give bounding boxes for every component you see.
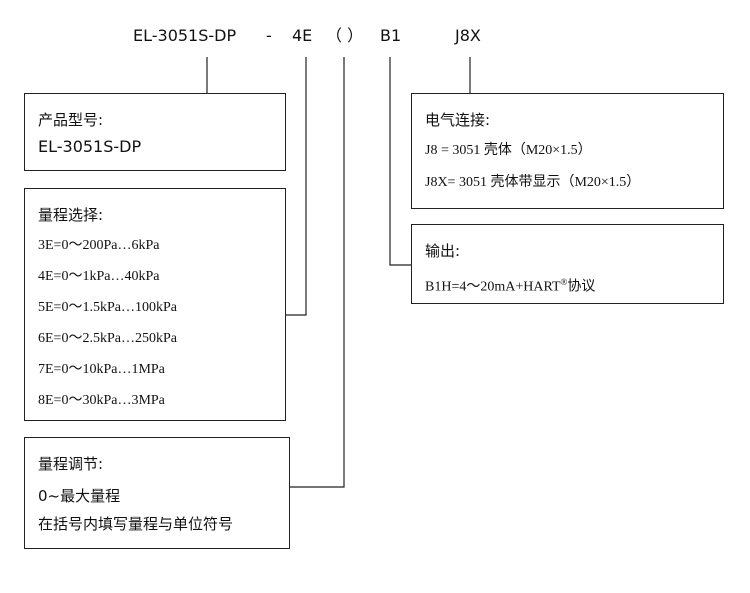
connector-range [284,57,307,316]
range-selection-title: 量程选择: [38,206,104,224]
product-model-box: 产品型号: EL-3051S-DP [24,93,286,171]
model-code-adjust: （ ） [326,26,364,45]
range-option-3e: 3E=0～200Pa…6kPa [38,238,160,253]
electrical-connection-box: 电气连接: J8 = 3051 壳体（M20×1.5） J8X= 3051 壳体… [411,93,724,209]
model-code-dash: - [266,26,272,45]
range-option-7e: 7E=0～10kPa…1MPa [38,362,165,377]
model-code-range: 4E [292,26,313,45]
product-model-value: EL-3051S-DP [38,137,142,156]
registered-mark: ® [560,277,568,287]
range-adjust-instruction: 在括号内填写量程与单位符号 [38,515,234,533]
connection-option-j8x: J8X= 3051 壳体带显示（M20×1.5） [425,175,641,190]
output-title: 输出: [425,242,461,260]
range-adjust-limit: 0~最大量程 [38,487,121,505]
connector-adjust [290,57,345,488]
connector-output [389,57,411,266]
range-selection-box: 量程选择: 3E=0～200Pa…6kPa 4E=0～1kPa…40kPa 5E… [24,188,286,421]
range-adjust-box: 量程调节: 0~最大量程 在括号内填写量程与单位符号 [24,437,290,549]
range-option-6e: 6E=0～2.5kPa…250kPa [38,331,177,346]
electrical-connection-title: 电气连接: [425,111,491,129]
product-model-title: 产品型号: [38,111,104,129]
range-option-8e: 8E=0～30kPa…3MPa [38,393,165,408]
output-box: 输出: B1H=4～20mA+HART®协议 [411,224,724,304]
range-adjust-title: 量程调节: [38,455,104,473]
range-option-5e: 5E=0～1.5kPa…100kPa [38,300,177,315]
model-code-connection: J8X [455,26,481,45]
output-option-main: B1H=4～20mA+HART [425,279,561,295]
connection-option-j8: J8 = 3051 壳体（M20×1.5） [425,143,592,158]
model-code-output: B1 [380,26,402,45]
output-option-b1h: B1H=4～20mA+HART®协议 [425,273,595,297]
model-code-base: EL-3051S-DP [133,26,237,45]
output-option-tail: 协议 [567,279,596,295]
range-option-4e: 4E=0～1kPa…40kPa [38,269,160,284]
